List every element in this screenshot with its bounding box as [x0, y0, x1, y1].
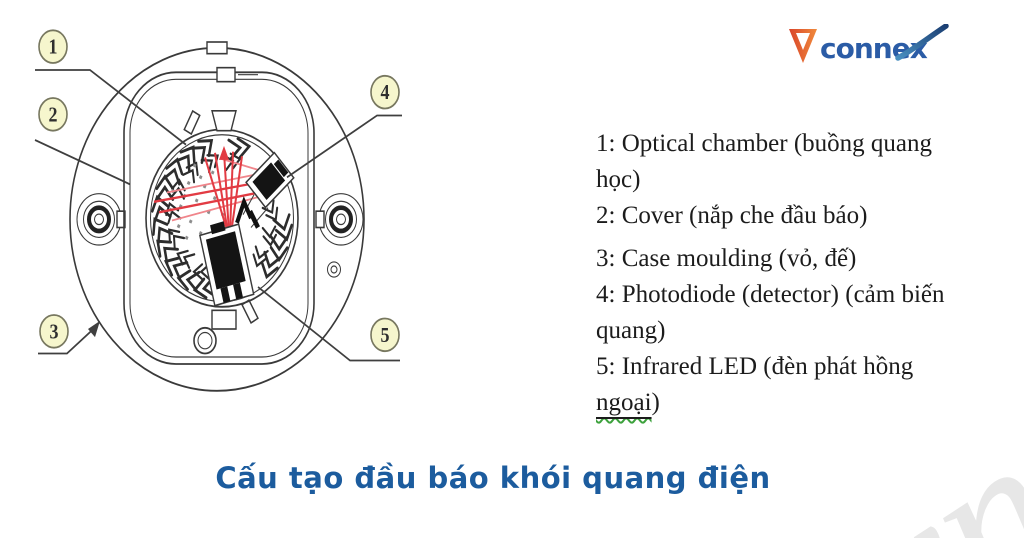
legend-item-5-line-1: 5: Infrared LED (đèn phát hồng — [596, 353, 914, 380]
svg-text:3: 3 — [49, 321, 58, 344]
caption: Cấu tạo đầu báo khói quang điện — [215, 461, 771, 495]
vconnex-logo: connex — [789, 24, 949, 65]
callout-4: 4 — [370, 74, 400, 110]
legend-item-2-line-1: 2: Cover (nắp che đầu báo) — [596, 202, 868, 229]
legend-item-1-line-2: học) — [596, 166, 641, 193]
small-screw-hole — [327, 261, 341, 278]
legend-item-3: 3: Case moulding (vỏ, đế) — [596, 241, 945, 277]
optical-chamber-wall — [145, 109, 299, 308]
legend-item-1: 1: Optical chamber (buồng quang học) — [596, 126, 945, 198]
legend-item-5-suffix: ) — [651, 389, 660, 416]
svg-text:4: 4 — [380, 82, 389, 105]
svg-text:1: 1 — [48, 36, 57, 59]
legend-item-5: 5: Infrared LED (đèn phát hồng ngoại) — [596, 349, 945, 421]
svg-text:5: 5 — [380, 325, 389, 348]
centre-baffles — [235, 196, 260, 229]
legend: 1: Optical chamber (buồng quang học) 2: … — [596, 126, 945, 421]
legend-item-1-line-1: 1: Optical chamber (buồng quang — [596, 130, 933, 157]
case-top-notch — [206, 41, 228, 55]
legend-item-3-line-1: 3: Case moulding (vỏ, đế) — [596, 245, 857, 272]
smoke-detector-diagram: 1 2 3 4 5 — [34, 29, 402, 392]
callout-2: 2 — [38, 97, 68, 132]
cover-bottom-fixtures — [193, 298, 259, 355]
leader-lines — [34, 69, 402, 362]
misspelled-word: ngoại — [596, 389, 652, 416]
beam-arrowhead-up — [219, 145, 229, 160]
callout-3: 3 — [39, 314, 69, 349]
infrared-led — [199, 221, 255, 307]
legend-item-5-line-2: ngoại — [596, 389, 652, 416]
right-mounting-ear — [315, 193, 364, 246]
legend-item-4: 4: Photodiode (detector) (cảm biến quang… — [596, 277, 945, 349]
callout-5: 5 — [370, 317, 400, 353]
logo-x-swoosh — [895, 24, 949, 61]
callout-1: 1 — [38, 29, 68, 64]
logo-v-mark — [789, 29, 817, 63]
legend-item-2: 2: Cover (nắp che đầu báo) — [596, 198, 945, 234]
cover-outline — [123, 66, 315, 365]
legend-item-4-line-1: 4: Photodiode (detector) (cảm biến — [596, 281, 945, 308]
svg-text:2: 2 — [48, 104, 57, 127]
legend-item-4-line-2: quang) — [596, 317, 666, 344]
left-mounting-ear — [76, 193, 126, 246]
